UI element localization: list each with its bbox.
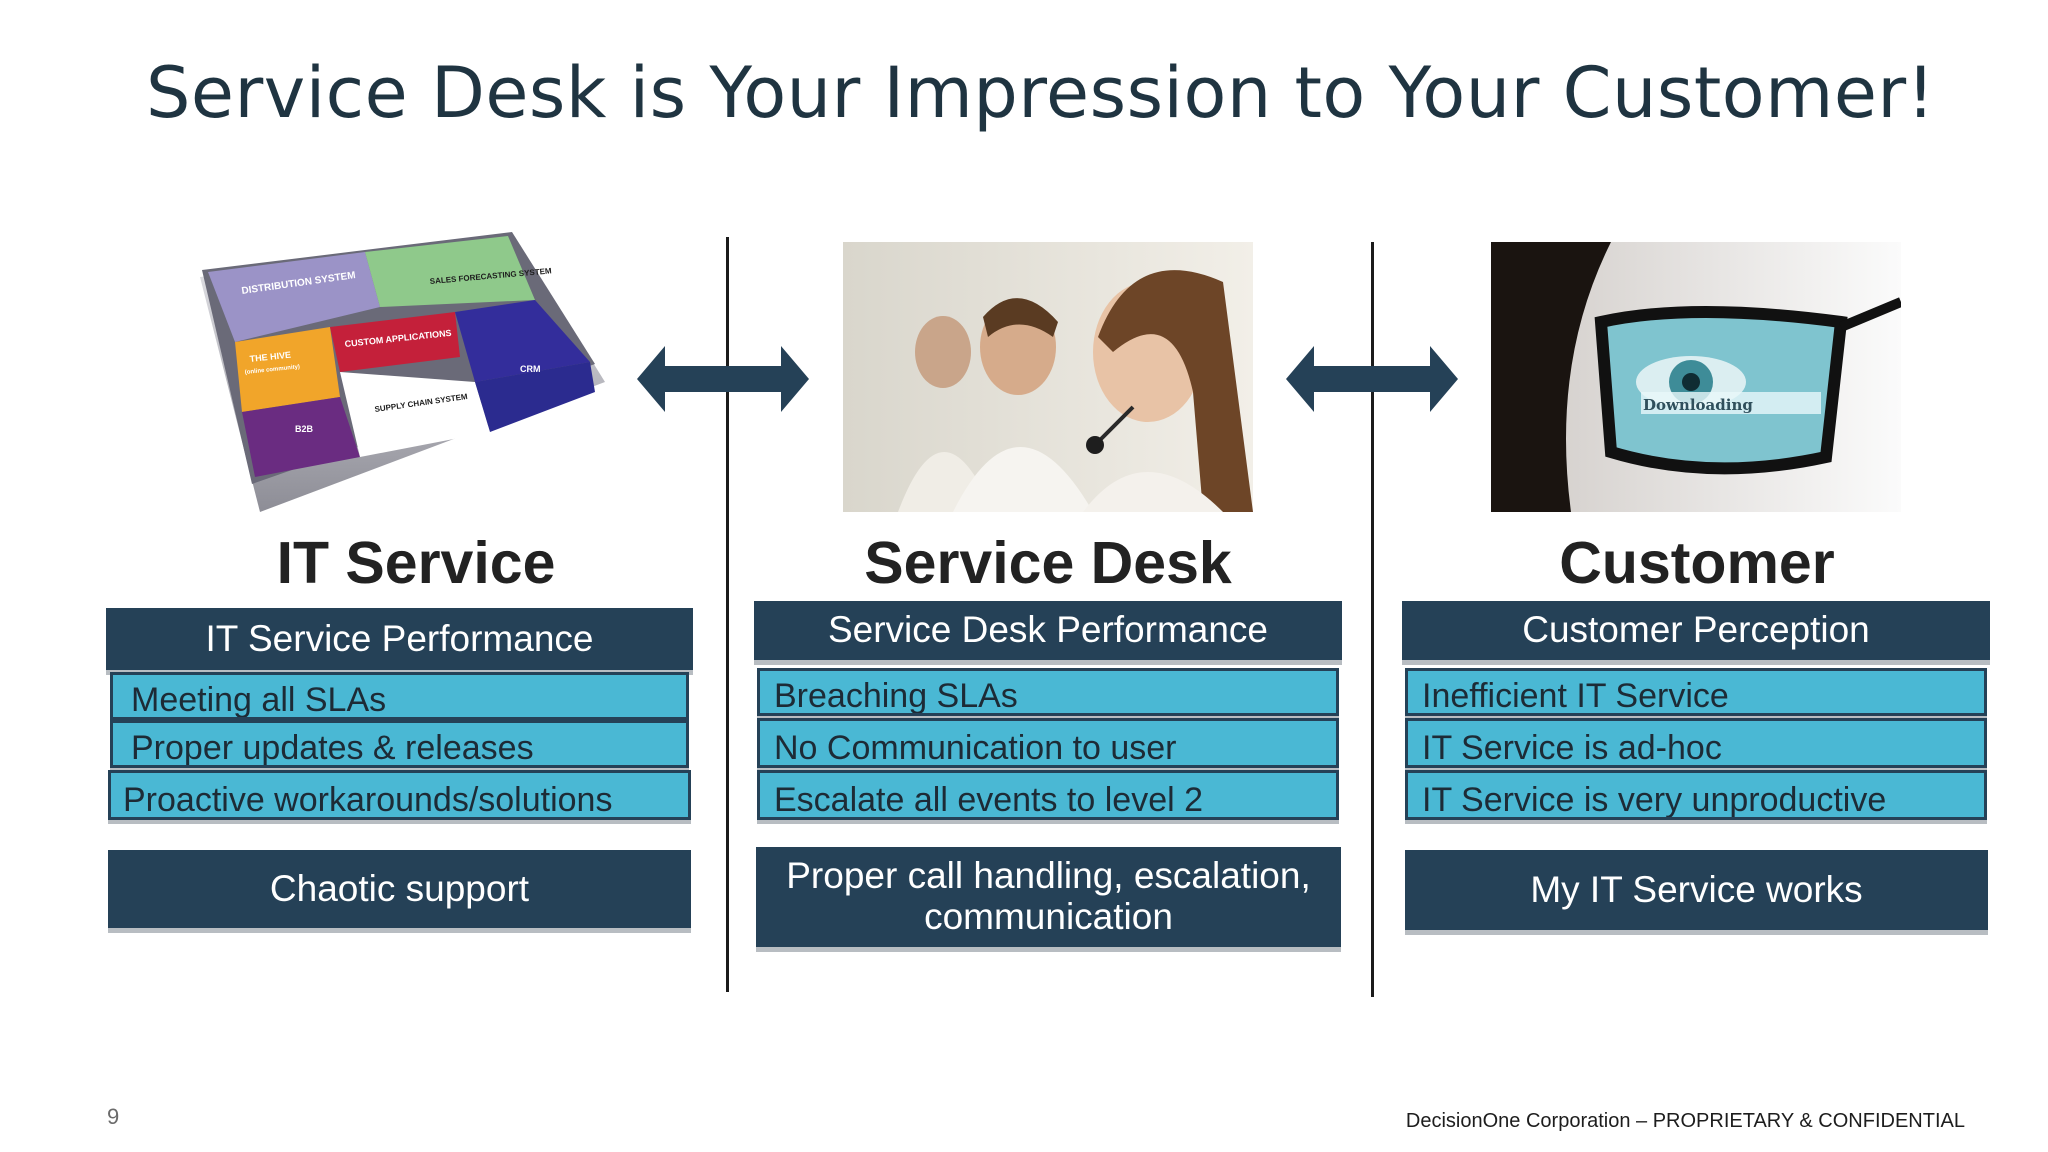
customer-glasses-photo: Downloading (1491, 242, 1901, 512)
service-desk-summary: Proper call handling, escalation, commun… (756, 847, 1341, 947)
it-service-item: Proper updates & releases (110, 720, 689, 768)
puzzle-label-hive: THE HIVE (249, 350, 291, 364)
double-arrow-left-icon (637, 346, 809, 412)
customer-summary: My IT Service works (1405, 850, 1988, 930)
it-service-summary: Chaotic support (108, 850, 691, 928)
customer-item: IT Service is very unproductive (1405, 770, 1987, 820)
screen-text: Downloading (1643, 396, 1753, 414)
divider-right (1371, 242, 1374, 997)
puzzle-label-crm: CRM (520, 364, 541, 374)
double-arrow-right-icon (1286, 346, 1458, 412)
column-heading-service-desk: Service Desk (864, 530, 1232, 596)
it-service-performance-header: IT Service Performance (106, 608, 693, 670)
slide-title: Service Desk is Your Impression to Your … (146, 52, 1936, 134)
puzzle-label-hive-sub: (online community) (245, 364, 301, 376)
it-service-item: Meeting all SLAs (110, 672, 689, 720)
customer-item: IT Service is ad-hoc (1405, 718, 1987, 768)
service-desk-performance-header: Service Desk Performance (754, 601, 1342, 660)
service-desk-agents-photo (843, 242, 1253, 512)
puzzle-systems-image: DISTRIBUTION SYSTEM SALES FORECASTING SY… (200, 232, 605, 512)
customer-item: Inefficient IT Service (1405, 668, 1987, 716)
page-number: 9 (107, 1104, 120, 1129)
divider-left (726, 237, 729, 992)
service-desk-item: Escalate all events to level 2 (757, 770, 1339, 820)
column-heading-it-service: IT Service (276, 530, 556, 596)
it-service-item: Proactive workarounds/solutions (108, 770, 691, 820)
service-desk-item: No Communication to user (757, 718, 1339, 768)
service-desk-item: Breaching SLAs (757, 668, 1339, 716)
confidentiality-footer: DecisionOne Corporation – PROPRIETARY & … (1405, 1110, 1965, 1132)
customer-perception-header: Customer Perception (1402, 601, 1990, 660)
column-heading-customer: Customer (1559, 530, 1835, 596)
puzzle-label-b2b: B2B (295, 424, 314, 434)
